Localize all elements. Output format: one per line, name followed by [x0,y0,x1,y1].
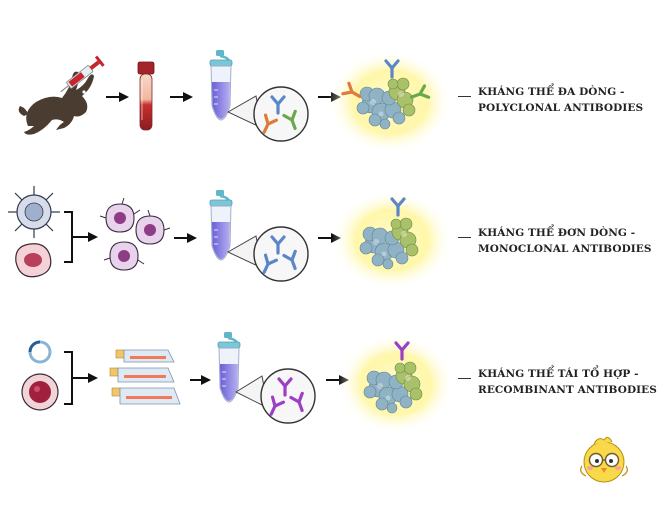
protein-antigen-icon [338,334,454,434]
magnifier-icon [226,226,309,282]
label-monoclonal-line2: MONOCLONAL ANTIBODIES [478,243,652,255]
plasmid-icon [28,340,52,364]
label-dash-recombinant [458,378,471,379]
label-polyclonal-line2: POLYCLONAL ANTIBODIES [478,102,644,114]
microtube-icon [208,48,234,122]
hybridoma-cell-icon [99,197,171,271]
protein-antigen-icon [328,50,452,154]
culture-flask-icon [109,349,181,405]
syringe-icon [60,55,105,93]
label-monoclonal-line1: KHÁNG THỂ ĐƠN DÒNG - [478,227,636,239]
bracket-r3 [64,351,80,405]
host-cell-icon [21,373,59,411]
row-recombinant [21,330,471,434]
label-recombinant-line1: KHÁNG THỂ TÁI TỔ HỢP - [478,368,639,380]
microtube-icon [208,188,234,262]
magnifier-icon [234,368,316,424]
label-dash-monoclonal [458,237,471,238]
row-monoclonal [8,186,471,290]
immune-cell-icon [8,186,60,238]
label-polyclonal: KHÁNG THỂ ĐA DÒNG - POLYCLONAL ANTIBODIE… [478,84,658,116]
chick-mascot-icon [580,436,628,483]
label-polyclonal-line1: KHÁNG THỂ ĐA DÒNG - [478,86,625,98]
label-recombinant: KHÁNG THỂ TÁI TỔ HỢP - RECOMBINANT ANTIB… [478,366,658,398]
rabbit-icon [18,71,94,135]
myeloma-cell-icon [15,243,52,278]
protein-antigen-icon [332,190,452,290]
row-polyclonal [18,48,471,154]
magnifier-icon [226,86,309,142]
label-recombinant-line2: RECOMBINANT ANTIBODIES [478,384,657,396]
blood-tube-icon [137,61,155,131]
label-monoclonal: KHÁNG THỂ ĐƠN DÒNG - MONOCLONAL ANTIBODI… [478,225,658,257]
label-dash-polyclonal [458,96,471,97]
bracket-r2 [64,211,80,263]
